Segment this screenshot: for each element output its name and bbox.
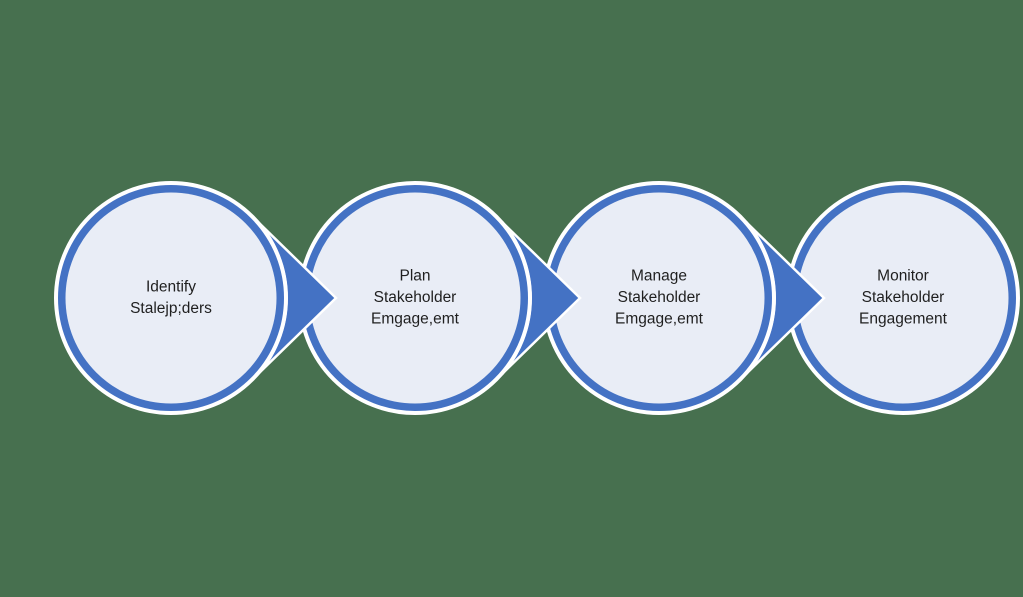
step-label-line: Emgage,emt: [371, 310, 460, 327]
step-label-line: Stakeholder: [862, 289, 945, 306]
step-label-line: Identify: [146, 278, 196, 295]
step-circle-fill: [797, 192, 1009, 404]
step-circle-fill: [553, 192, 765, 404]
step-label-line: Stalejp;ders: [130, 299, 212, 316]
step-label-line: Plan: [399, 267, 430, 284]
step-label-line: Monitor: [877, 267, 929, 284]
step-circle-fill: [65, 192, 277, 404]
step-label-line: Stakeholder: [618, 289, 701, 306]
step-label-line: Emgage,emt: [615, 310, 704, 327]
step-label-line: Stakeholder: [374, 289, 457, 306]
step-circle-fill: [309, 192, 521, 404]
step-label-line: Manage: [631, 267, 687, 284]
step-label-line: Engagement: [859, 310, 948, 327]
